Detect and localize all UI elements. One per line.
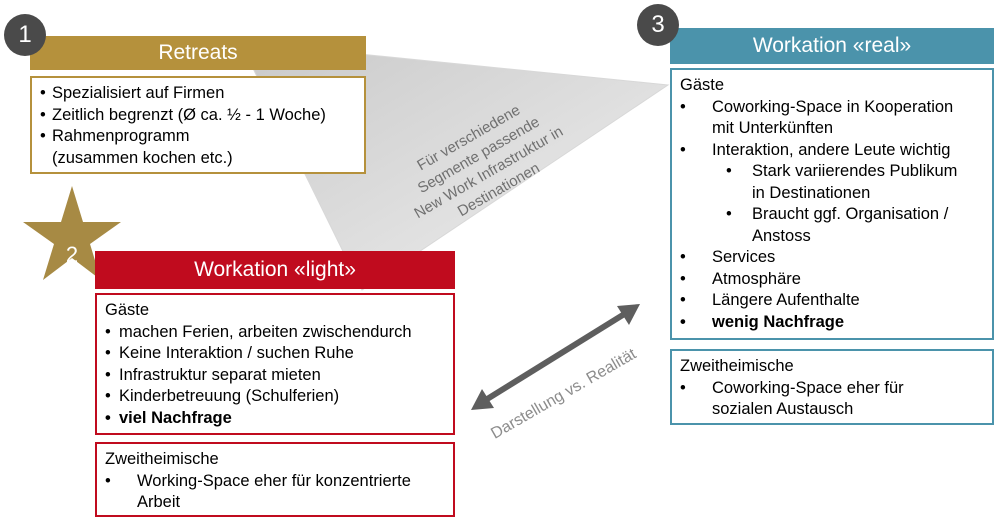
list-item: Anstoss	[752, 226, 811, 245]
list-item: •Zeitlich begrenzt (Ø ca. ½ - 1 Woche)	[40, 105, 326, 124]
guests-title: Gäste	[105, 301, 150, 319]
light-title: Workation «light»	[194, 258, 356, 281]
second-title: Zweitheimische	[680, 357, 794, 375]
list-item: •Längere Aufenthalte	[680, 291, 860, 309]
badge-3: 3	[637, 4, 679, 46]
light-second-box: Zweitheimische •Working-Space eher für k…	[95, 442, 455, 517]
list-item: •Kinderbetreuung (Schulferien)	[105, 387, 340, 405]
badge-2: 2	[66, 242, 78, 267]
list-item: mit Unterkünften	[712, 119, 834, 137]
list-item: •machen Ferien, arbeiten zwischendurch	[105, 322, 412, 341]
list-item: •Atmosphäre	[680, 269, 801, 288]
real-header: Workation «real»	[670, 28, 994, 64]
list-item: •Services	[680, 248, 776, 266]
list-item: (zusammen kochen etc.)	[52, 148, 233, 167]
double-arrow	[471, 304, 640, 410]
real-second-box: Zweitheimische •Coworking-Space eher für…	[670, 349, 994, 425]
retreats-header: Retreats	[30, 36, 366, 70]
star-icon	[23, 186, 121, 280]
list-item: •Coworking-Space in Kooperation	[680, 97, 954, 116]
list-item: •wenig Nachfrage	[680, 312, 845, 331]
retreats-title: Retreats	[158, 41, 238, 64]
retreats-box: •Spezialisiert auf Firmen •Zeitlich begr…	[30, 76, 366, 174]
real-title: Workation «real»	[752, 34, 912, 57]
list-item: •Interaktion, andere Leute wichtig	[680, 140, 951, 159]
list-item: •Infrastruktur separat mieten	[105, 365, 321, 384]
guests-title: Gäste	[680, 76, 725, 94]
list-item: •Rahmenprogramm	[40, 127, 190, 145]
list-item: Arbeit	[137, 493, 181, 511]
list-item: •Working-Space eher für konzentrierte	[105, 471, 411, 490]
real-guests-box: Gäste •Coworking-Space in Kooperation mi…	[670, 68, 994, 340]
list-item: •Keine Interaktion / suchen Ruhe	[105, 344, 354, 362]
list-item: •Spezialisiert auf Firmen	[40, 84, 225, 102]
badge-1: 1	[4, 14, 46, 56]
list-item: •Braucht ggf. Organisation /	[726, 205, 949, 223]
arrow-label: Darstellung vs. Realität	[488, 345, 639, 442]
list-item: in Destinationen	[752, 183, 871, 202]
light-guests-box: Gäste •machen Ferien, arbeiten zwischend…	[95, 293, 455, 435]
list-item: •Stark variierendes Publikum	[726, 162, 958, 180]
list-item: •viel Nachfrage	[105, 408, 232, 427]
list-item: sozialen Austausch	[712, 400, 854, 418]
list-item: •Coworking-Space eher für	[680, 378, 904, 397]
light-header: Workation «light»	[95, 251, 455, 289]
second-title: Zweitheimische	[105, 450, 219, 468]
